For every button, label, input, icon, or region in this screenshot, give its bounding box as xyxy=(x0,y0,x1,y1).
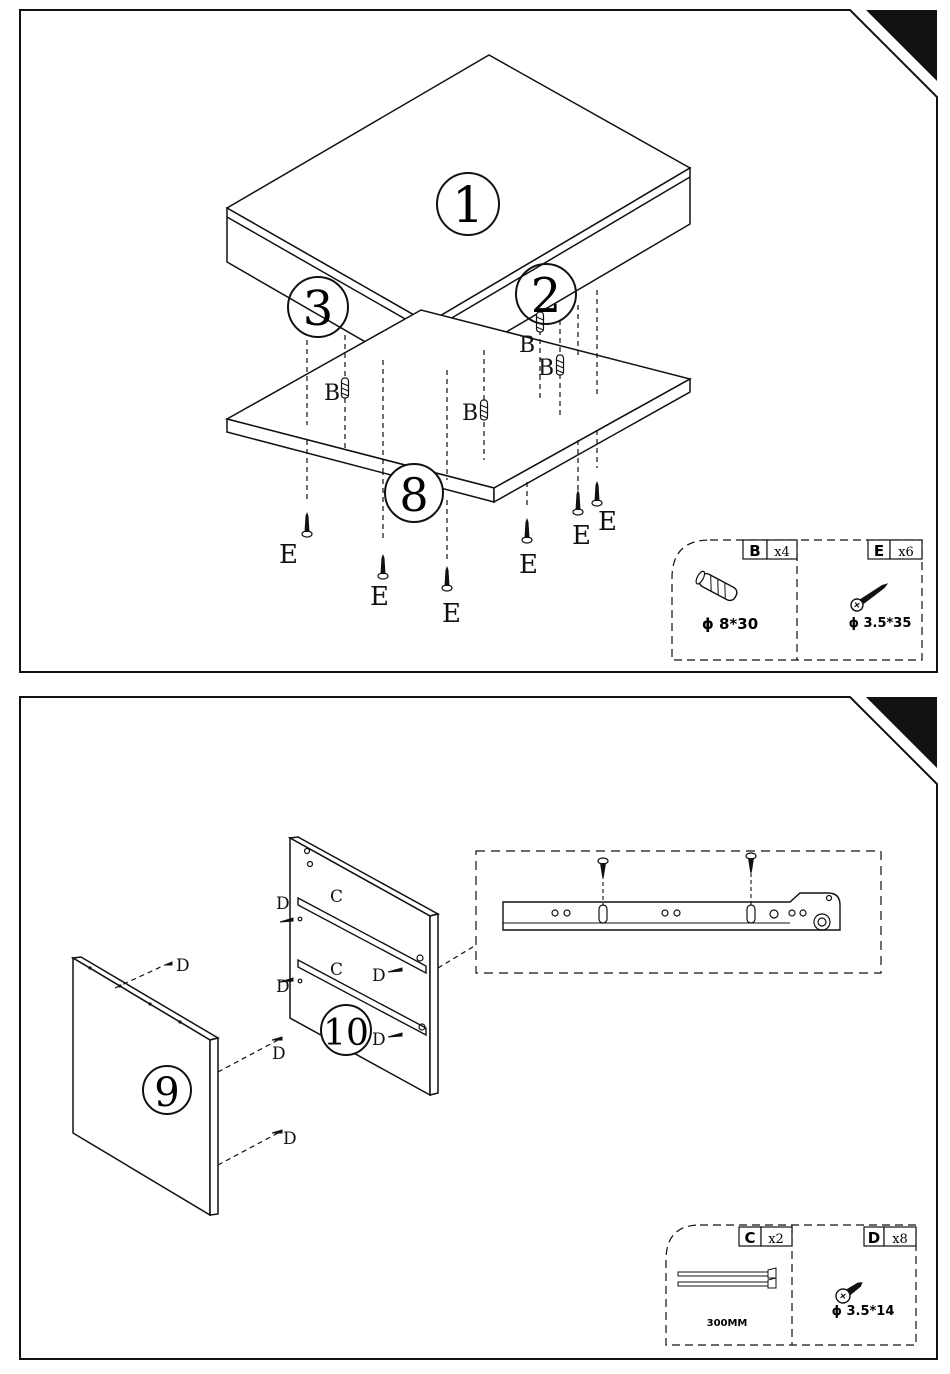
part-number: 9 xyxy=(154,1070,179,1116)
hardware-item-c: C x2 300MM xyxy=(678,1227,792,1329)
part-callout-1: 1 xyxy=(437,173,499,235)
hardware-code: C xyxy=(744,1229,755,1247)
screw-e-5 xyxy=(573,490,583,515)
hardware-spec: ɸ 3.5*14 xyxy=(832,1304,895,1319)
hardware-code: B xyxy=(749,542,760,560)
part-callout-8: 8 xyxy=(385,464,443,522)
part-callout-10: 10 xyxy=(321,1005,371,1055)
wood-dowel-icon xyxy=(694,570,739,603)
dowel-b-2 xyxy=(481,400,488,420)
bottom-board xyxy=(227,310,690,502)
label-b: B xyxy=(538,356,554,381)
hardware-item-e: E x6 ɸ 3.5*35 xyxy=(849,540,922,631)
screw-e-2 xyxy=(378,554,388,579)
rail-detail-box xyxy=(476,851,881,973)
screw-e-1 xyxy=(302,512,312,537)
label-e: E xyxy=(519,550,538,580)
hardware-box-step-1: B x4 ɸ 8*30 E x6 ɸ 3.5*35 xyxy=(672,540,922,660)
hardware-code: E xyxy=(874,542,884,560)
label-d: D xyxy=(276,894,290,914)
screw-icon xyxy=(833,1277,866,1306)
label-b: B xyxy=(519,333,535,358)
screw-e-3 xyxy=(442,566,452,591)
screw-icon xyxy=(849,578,892,613)
step-2-corner-tab xyxy=(866,697,937,768)
hardware-item-b: B x4 ɸ 8*30 xyxy=(694,540,797,633)
label-e: E xyxy=(572,521,591,551)
label-d: D xyxy=(176,956,190,976)
label-e: E xyxy=(442,599,461,629)
part-callout-9: 9 xyxy=(143,1066,191,1116)
step-1-corner-tab xyxy=(866,10,937,81)
hardware-qty: x2 xyxy=(768,1232,784,1247)
hardware-qty: x8 xyxy=(892,1232,908,1247)
hardware-spec: ɸ 8*30 xyxy=(702,615,758,633)
hardware-spec: 300MM xyxy=(707,1318,748,1329)
screw-icon xyxy=(746,853,756,874)
hardware-qty: x4 xyxy=(774,545,790,560)
label-e: E xyxy=(279,540,298,570)
label-d: D xyxy=(283,1129,297,1149)
label-e: E xyxy=(598,507,617,537)
label-d: D xyxy=(372,1030,386,1050)
hardware-box-step-2: C x2 300MM D x8 xyxy=(666,1225,916,1345)
step-2-panel: D C C D D D D D D 10 9 xyxy=(20,697,937,1359)
label-e: E xyxy=(370,582,389,612)
step-1-panel: 1 3 2 8 B B B B E E E E E E xyxy=(20,10,937,672)
label-c: C xyxy=(330,960,343,980)
label-d: D xyxy=(372,966,386,986)
label-b: B xyxy=(462,401,478,426)
screw-icon xyxy=(598,858,608,879)
label-d: D xyxy=(276,977,290,997)
part-number: 2 xyxy=(531,268,562,324)
part-number: 1 xyxy=(452,176,484,234)
dowel-b-1 xyxy=(342,378,349,398)
hardware-code: D xyxy=(868,1229,880,1247)
hardware-qty: x6 xyxy=(898,545,914,560)
screw-e-6 xyxy=(592,481,602,506)
hardware-item-d: D x8 ɸ 3.5*14 xyxy=(832,1227,916,1319)
hardware-spec: ɸ 3.5*35 xyxy=(849,616,912,631)
screw-e-4 xyxy=(522,518,532,543)
part-number: 10 xyxy=(323,1013,369,1054)
dowel-b-4 xyxy=(557,355,564,375)
label-b: B xyxy=(324,381,340,406)
label-d: D xyxy=(272,1044,286,1064)
part-number: 3 xyxy=(303,281,334,337)
label-c: C xyxy=(330,887,343,907)
drawer-slide-icon xyxy=(678,1268,776,1288)
part-number: 8 xyxy=(399,468,428,522)
